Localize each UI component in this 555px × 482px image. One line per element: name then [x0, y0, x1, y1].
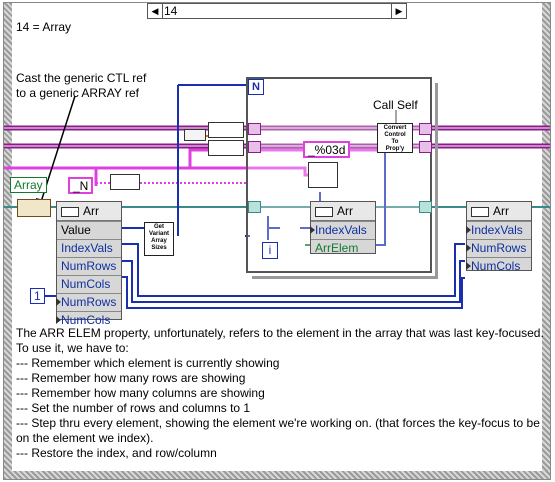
property-numcols-row: NumCols [57, 275, 121, 293]
notes-comment: The ARR ELEM property, unfortunately, re… [16, 326, 546, 461]
case-right-border [542, 3, 550, 479]
bundle-node-1[interactable] [208, 122, 244, 138]
reference-icon [61, 207, 79, 217]
note-line: --- Step thru every element, showing the… [16, 416, 540, 430]
call-self-label: Call Self [373, 98, 418, 112]
property-numrows-write-row: NumRows [56, 293, 121, 311]
for-loop-shadow [252, 83, 438, 279]
shift-register-right-1[interactable] [419, 123, 432, 135]
note-line: --- Restore the index, and row/column [16, 446, 217, 460]
to-more-generic-icon[interactable] [184, 129, 206, 141]
case-selector-value: 14 [164, 4, 178, 18]
property-numrows-row: NumRows [466, 239, 531, 257]
property-arrelem-row: ArrElem [311, 239, 375, 257]
cast-comment-line-2: to a generic ARRAY ref [16, 86, 139, 100]
case-label: 14 = Array [16, 20, 72, 34]
shift-register-left-1[interactable] [248, 123, 261, 135]
note-line: --- Remember how many rows are showing [16, 371, 246, 385]
left-property-node[interactable]: Arr Value IndexVals NumRows NumCols NumR… [56, 201, 122, 327]
note-line: To use it, we have to: [16, 341, 129, 355]
purple-wires [4, 125, 550, 149]
inner-property-node[interactable]: Arr IndexVals ArrElem [310, 201, 376, 257]
property-indexvals-row: IndexVals [310, 221, 375, 239]
decrement-arrow-icon[interactable]: ◀ [148, 4, 163, 18]
shift-register-right-3[interactable] [419, 201, 432, 213]
property-numcols-write-row: NumCols [56, 311, 121, 329]
concat-string-node[interactable] [110, 174, 140, 190]
cast-comment-line-1: Cast the generic CTL ref [16, 71, 147, 85]
to-more-specific-class-node[interactable] [17, 199, 51, 217]
note-line: --- Set the number of rows and columns t… [16, 401, 251, 415]
numeric-constant-one[interactable]: 1 [30, 288, 45, 304]
case-selector[interactable]: ◀ 14 ▶ [147, 3, 407, 19]
format-string-constant[interactable]: _%03d [303, 141, 351, 158]
property-node-header: Arr [57, 202, 121, 221]
property-numrows-row: NumRows [57, 257, 121, 275]
bundle-node-2[interactable] [208, 140, 244, 156]
property-node-header: Arr [467, 202, 531, 221]
reference-icon [471, 207, 489, 217]
case-bottom-border [4, 471, 550, 479]
increment-arrow-icon[interactable]: ▶ [391, 4, 406, 18]
property-indexvals-row: IndexVals [57, 239, 121, 257]
reference-icon [315, 207, 333, 217]
note-line: --- Remember how many columns are showin… [16, 386, 265, 400]
note-line: The ARR ELEM property, unfortunately, re… [16, 326, 544, 340]
note-line: --- Remember which element is currently … [16, 356, 280, 370]
note-line: on the element we index). [16, 431, 154, 445]
format-into-string-node[interactable] [308, 162, 338, 188]
shift-register-left-2[interactable] [248, 141, 261, 153]
loop-index-terminal[interactable]: i [262, 242, 278, 259]
array-constant[interactable]: Array [10, 177, 47, 193]
blue-wires [45, 84, 465, 309]
case-left-border [4, 3, 12, 479]
loop-count-terminal[interactable]: N [248, 79, 264, 95]
right-property-node[interactable]: Arr IndexVals NumRows NumCols [466, 201, 532, 273]
property-value-row: Value [57, 221, 121, 239]
shift-register-left-3[interactable] [248, 201, 261, 213]
pink-dotted-wires [96, 149, 300, 184]
shift-register-right-2[interactable] [419, 141, 432, 153]
property-node-header: Arr [311, 202, 375, 221]
property-indexvals-row: IndexVals [466, 221, 531, 239]
property-numcols-row: NumCols [466, 257, 531, 275]
n-string-constant[interactable]: _N [68, 177, 94, 194]
